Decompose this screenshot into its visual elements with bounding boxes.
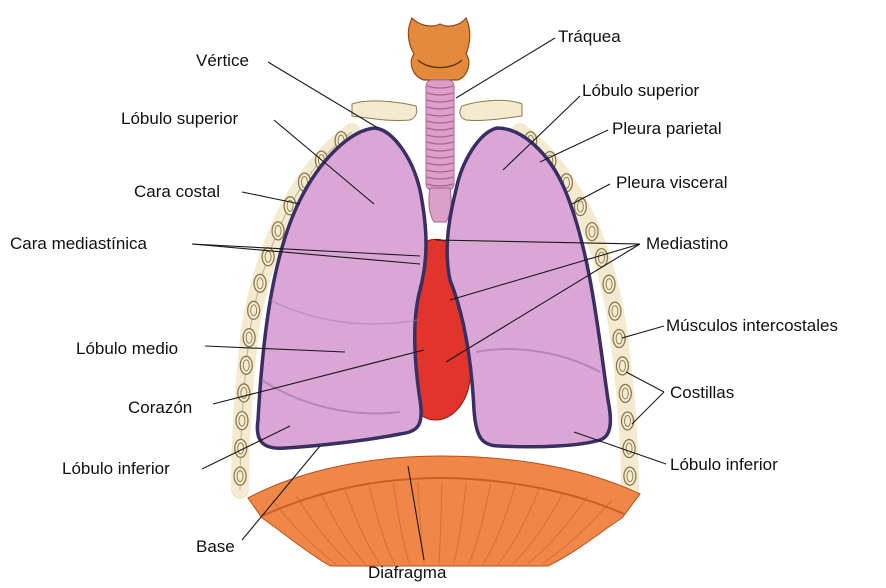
leader-pleura-parietal: [540, 130, 608, 162]
rib-segment: [243, 329, 255, 347]
rib-segment: [586, 223, 598, 241]
rib-segment: [624, 467, 636, 485]
rib-segment: [236, 412, 248, 430]
label-lobulo-superior-right: Lóbulo superior: [582, 81, 700, 100]
label-lobulo-inferior-right: Lóbulo inferior: [670, 455, 778, 474]
label-pleura-parietal: Pleura parietal: [612, 119, 722, 138]
label-lobulo-inferior-left: Lóbulo inferior: [62, 459, 170, 478]
leader-vertice: [268, 62, 378, 128]
rib-segment: [623, 440, 635, 458]
label-costillas: Costillas: [670, 383, 734, 402]
diaphragm: [248, 456, 640, 566]
rib-segment: [609, 302, 621, 320]
rib-segment: [613, 329, 625, 347]
label-pleura-visceral: Pleura visceral: [616, 173, 728, 192]
label-musculos-intercostales: Músculos intercostales: [666, 316, 838, 335]
rib-segment: [272, 222, 284, 240]
label-diafragma: Diafragma: [368, 563, 447, 582]
leader-costillas-2: [632, 392, 664, 424]
rib-segment: [622, 412, 634, 430]
rib-segment: [574, 198, 586, 216]
rib-segment: [619, 384, 631, 402]
label-base: Base: [196, 537, 235, 556]
rib-segment: [603, 275, 615, 293]
label-cara-costal: Cara costal: [134, 182, 220, 201]
label-mediastino: Mediastino: [646, 234, 728, 253]
label-cara-mediastinica: Cara mediastínica: [10, 234, 148, 253]
label-corazon: Corazón: [128, 398, 192, 417]
trachea: [426, 80, 454, 222]
label-lobulo-superior-left: Lóbulo superior: [121, 109, 239, 128]
label-lobulo-medio: Lóbulo medio: [76, 339, 178, 358]
rib-segment: [248, 301, 260, 319]
rib-segment: [234, 467, 246, 485]
right-lung: [447, 128, 610, 447]
rib-segment: [238, 384, 250, 402]
leader-musculos-intercostales: [622, 326, 664, 338]
leader-traquea: [456, 38, 555, 98]
rib-segment: [595, 249, 607, 267]
left-lung: [257, 128, 426, 448]
rib-segment: [240, 356, 252, 374]
label-traquea: Tráquea: [558, 27, 621, 46]
label-vertice: Vértice: [196, 51, 249, 70]
larynx: [408, 18, 469, 80]
rib-segment: [254, 274, 266, 292]
